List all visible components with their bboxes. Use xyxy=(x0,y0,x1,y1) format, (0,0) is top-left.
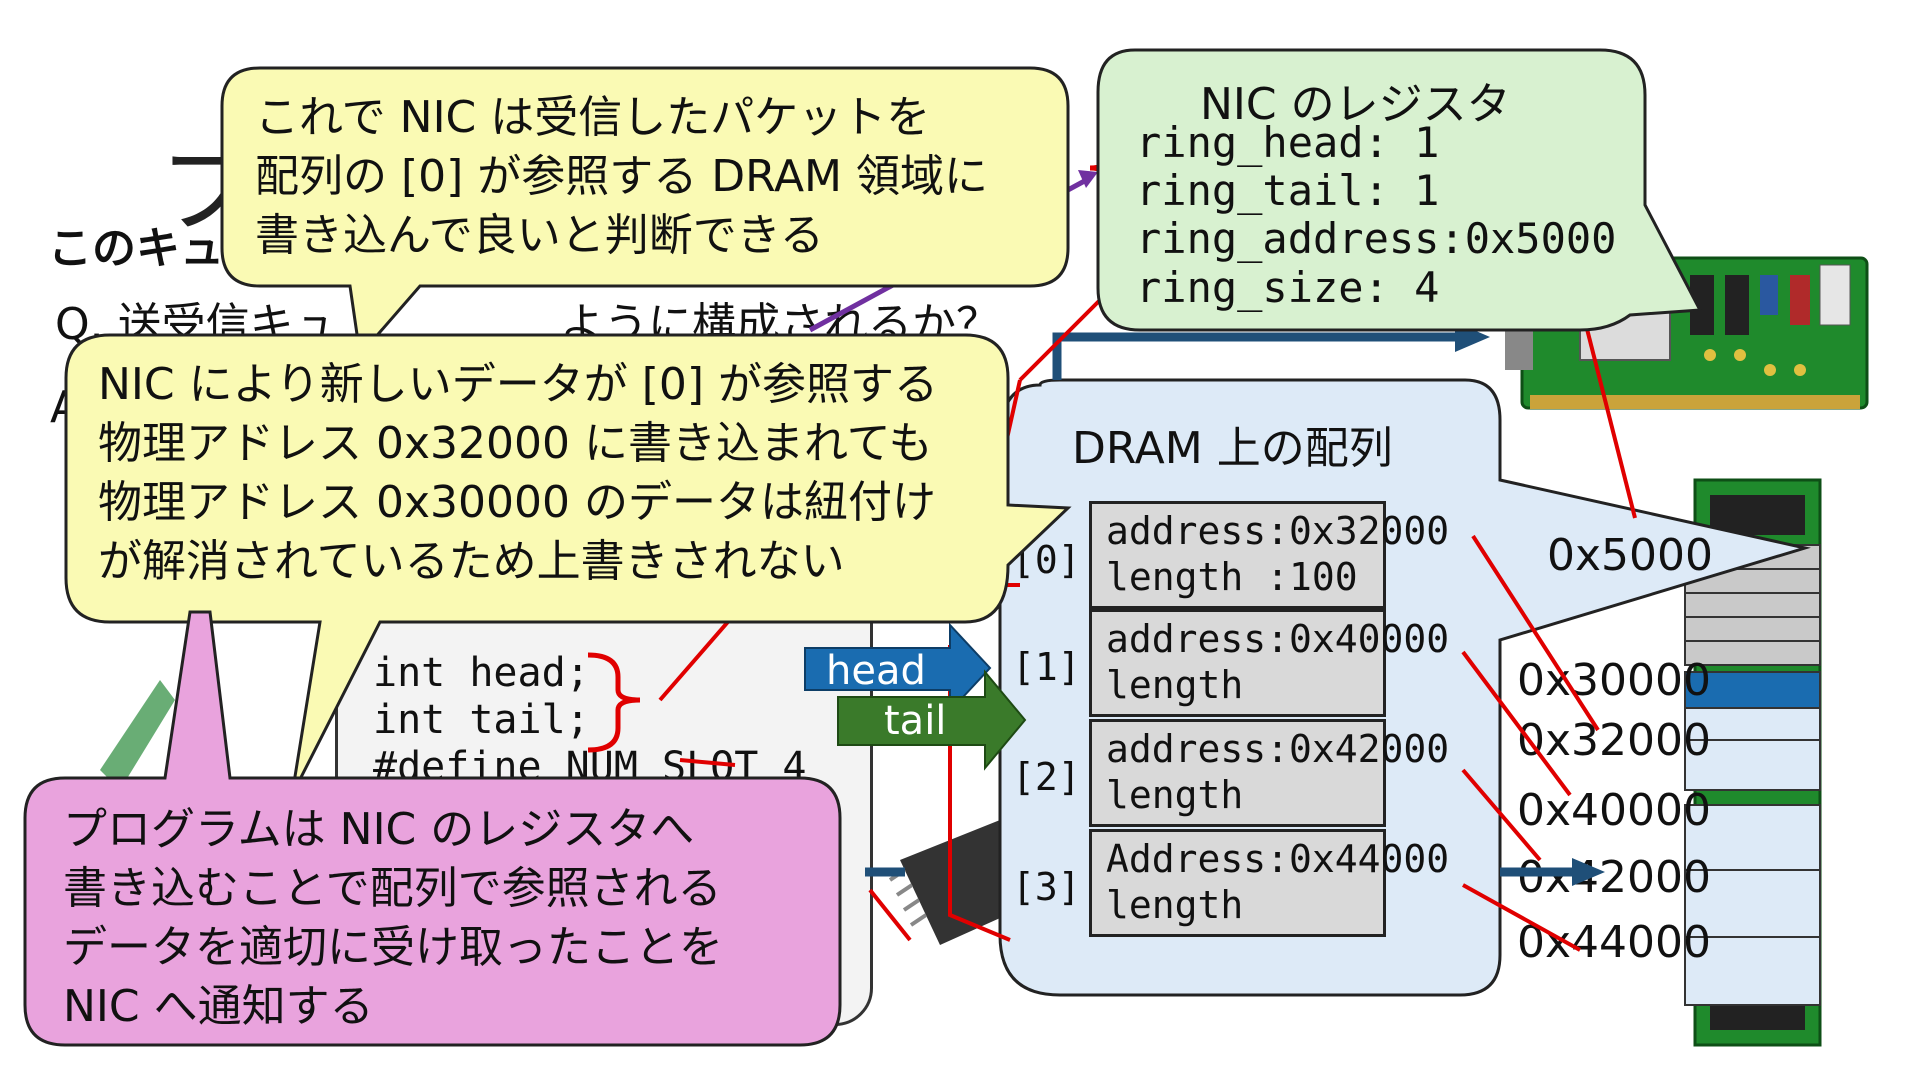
background-card-icon xyxy=(100,680,175,790)
nic-write-line-3: 書き込んで良いと判断できる xyxy=(255,210,824,261)
dram-array-title: DRAM 上の配列 xyxy=(1072,423,1393,474)
mem-label-32000: 0x32000 xyxy=(1517,715,1712,766)
tail-pointer-label: tail xyxy=(884,698,947,744)
program-notify-line-3: データを適切に受け取ったことを xyxy=(63,922,723,973)
mem-label-44000: 0x44000 xyxy=(1517,917,1712,968)
slot-index-3: [3] xyxy=(1012,865,1081,909)
mem-label-42000: 0x42000 xyxy=(1517,852,1712,903)
slot-index-2: [2] xyxy=(1012,755,1081,799)
slot-length: length xyxy=(1106,883,1244,927)
reg-ring-size: ring_size: 4 xyxy=(1136,263,1440,312)
slot-index-1: [1] xyxy=(1012,645,1081,689)
overwrite-line-4: が解消されているため上書きされない xyxy=(98,536,845,587)
address-pointer-lines xyxy=(658,261,1637,952)
reg-ring-address: ring_address:0x5000 xyxy=(1136,214,1617,263)
nic-write-line-1: これで NIC は受信したパケットを xyxy=(255,92,931,143)
head-pointer-label: head xyxy=(826,648,926,694)
mem-label-30000: 0x30000 xyxy=(1517,655,1712,706)
code-line-head: int head; xyxy=(373,650,590,696)
dram-slot-3: Address:0x44000 length xyxy=(1089,829,1449,937)
tail-pointer-arrow xyxy=(837,669,1027,771)
slot-length: length xyxy=(1106,663,1244,707)
dram-slot-0: address:0x32000 length :100 xyxy=(1089,501,1449,609)
slide-subtitle: このキュ xyxy=(48,223,224,274)
overwrite-line-3: 物理アドレス 0x30000 のデータは紐付け xyxy=(98,477,936,528)
program-notify-line-2: 書き込むことで配列で参照される xyxy=(63,863,722,914)
dram-slot-1: address:0x40000 length xyxy=(1089,609,1449,717)
overwrite-line-1: NIC により新しいデータが [0] が参照する xyxy=(98,359,939,410)
nic-register-title: NIC のレジスタ xyxy=(1200,79,1511,130)
program-notify-line-4: NIC へ通知する xyxy=(63,981,374,1032)
slot-length: length xyxy=(1106,773,1244,817)
mem-label-40000: 0x40000 xyxy=(1517,785,1712,836)
overwrite-line-2: 物理アドレス 0x32000 に書き込まれても xyxy=(98,418,933,469)
mem-label-5000: 0x5000 xyxy=(1547,530,1714,581)
nic-write-line-2: 配列の [0] が参照する DRAM 領域に xyxy=(255,151,989,202)
code-line-tail: int tail; xyxy=(373,697,590,743)
slot-length: length :100 xyxy=(1106,555,1358,599)
reg-ring-tail: ring_tail: 1 xyxy=(1136,166,1440,215)
head-pointer-arrow xyxy=(804,622,992,714)
program-notify-line-1: プログラムは NIC のレジスタへ xyxy=(63,804,695,855)
reg-ring-head: ring_head: 1 xyxy=(1136,118,1440,167)
